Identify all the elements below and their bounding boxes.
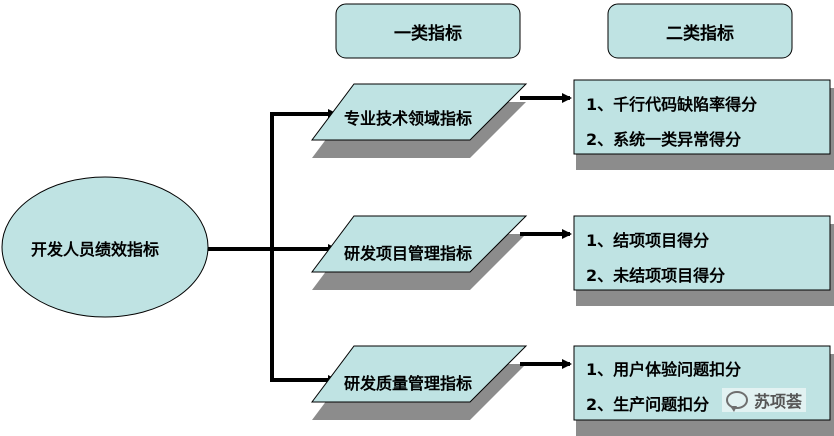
items1-line2: 2、系统一类异常得分: [586, 130, 742, 149]
items3-line1: 1、用户体验问题扣分: [586, 360, 742, 379]
header-level2-label: 二类指标: [666, 23, 734, 44]
branch3-label: 研发质量管理指标: [344, 374, 473, 393]
root-label: 开发人员绩效指标: [31, 240, 160, 259]
watermark: 苏项荟: [722, 388, 807, 412]
header-level1-box: [335, 3, 521, 59]
items2-line2: 2、未结项项目得分: [586, 266, 726, 285]
items2-box: [573, 215, 831, 291]
branch2-parallelogram: [311, 215, 528, 273]
items3-line2: 2、生产问题扣分: [586, 395, 710, 414]
wechat-bubble-icon: [726, 391, 748, 412]
items1-box: [573, 79, 831, 155]
header-level1-label: 一类指标: [394, 23, 462, 44]
branch1-parallelogram: [311, 83, 528, 141]
branch1-label: 专业技术领域指标: [344, 109, 473, 128]
items1-line1: 1、千行代码缺陷率得分: [586, 95, 758, 114]
items2-line1: 1、结项项目得分: [586, 231, 710, 250]
watermark-text: 苏项荟: [754, 392, 803, 411]
branch2-label: 研发项目管理指标: [344, 244, 473, 263]
header-level2-box: [607, 3, 793, 59]
branch3-parallelogram: [311, 345, 528, 403]
